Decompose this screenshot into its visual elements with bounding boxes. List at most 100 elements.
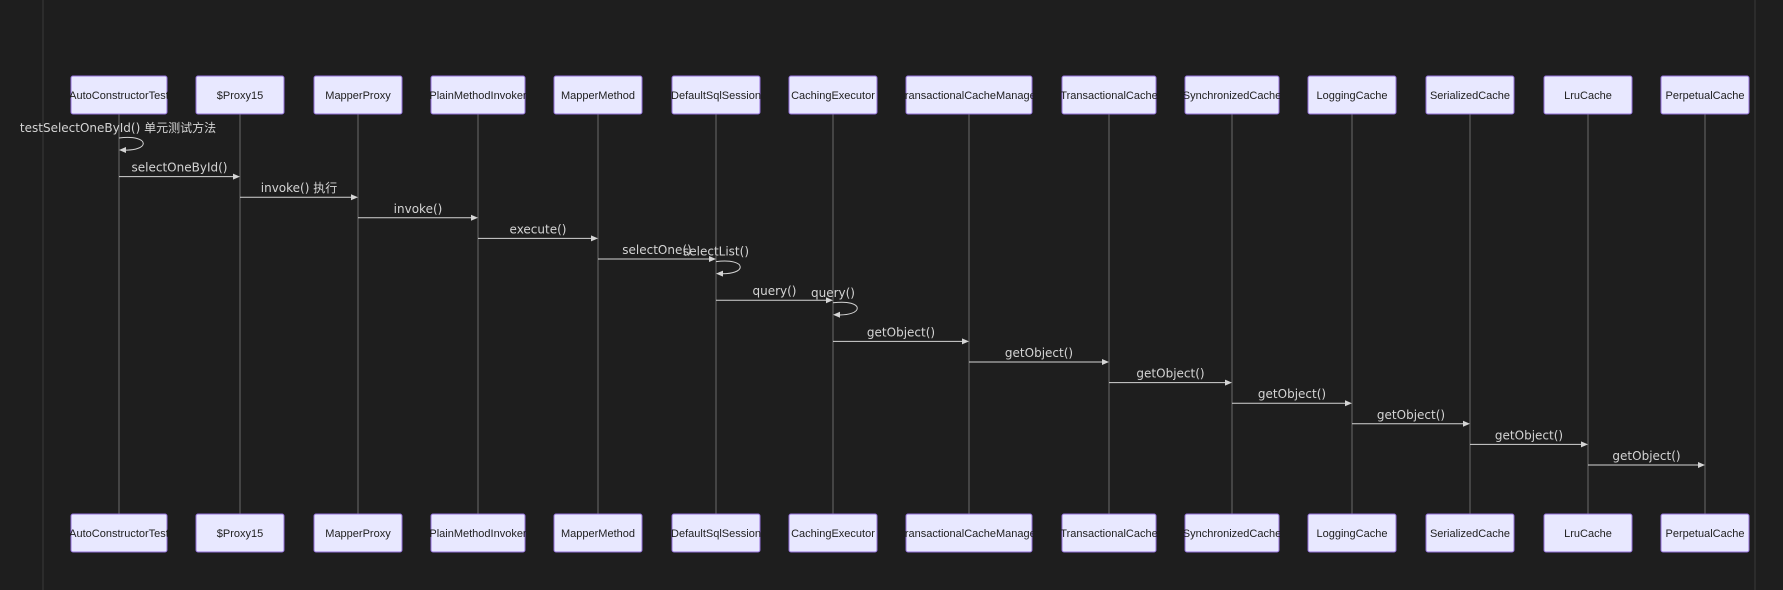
message: getObject() <box>833 325 969 345</box>
message-label: getObject() <box>867 325 935 339</box>
participant-box <box>1061 75 1157 115</box>
message-label: getObject() <box>1495 428 1563 442</box>
participant-7-bottom: TransactionalCacheManager <box>899 513 1040 553</box>
participant-1-bottom: $Proxy15 <box>195 513 285 553</box>
message-label: getObject() <box>1377 408 1445 422</box>
participant-box <box>1660 75 1750 115</box>
participant-box <box>1543 513 1633 553</box>
participant-9-top: SynchronizedCache <box>1183 75 1281 115</box>
arrow-head <box>826 297 833 304</box>
message-label: getObject() <box>1005 346 1073 360</box>
participant-0-bottom: AutoConstructorTest <box>69 513 169 553</box>
message: query() <box>811 286 858 318</box>
message: invoke() <box>358 202 478 221</box>
participant-3-top: PlainMethodInvoker <box>429 75 527 115</box>
participant-8-bottom: TransactionalCache <box>1060 513 1158 553</box>
participant-11-top: SerializedCache <box>1425 75 1515 115</box>
arrow-head <box>716 270 723 277</box>
participant-3-bottom: PlainMethodInvoker <box>429 513 527 553</box>
arrow-head <box>1698 462 1705 468</box>
participant-box <box>905 513 1033 553</box>
message: getObject() <box>969 346 1109 365</box>
participant-label: LruCache <box>1564 90 1612 102</box>
arrow-head <box>709 256 716 262</box>
arrow-head <box>1581 441 1588 448</box>
participant-6-top: CachingExecutor <box>788 75 878 115</box>
arrow-head <box>1463 420 1470 427</box>
participant-label: SerializedCache <box>1430 90 1510 102</box>
message-label: query() <box>811 286 855 300</box>
participant-label: DefaultSqlSession <box>671 528 761 540</box>
participant-5-bottom: DefaultSqlSession <box>671 513 761 553</box>
participant-box <box>313 75 403 115</box>
participant-6-bottom: CachingExecutor <box>788 513 878 553</box>
participant-11-bottom: SerializedCache <box>1425 513 1515 553</box>
message: invoke() 执行 <box>240 181 358 201</box>
participants-bottom: AutoConstructorTest $Proxy15 MapperProxy Pl… <box>69 513 1750 553</box>
participant-label: PerpetualCache <box>1666 528 1745 540</box>
arrow-head <box>471 214 478 221</box>
arrow-head <box>1102 359 1109 365</box>
participant-box <box>430 75 526 115</box>
participant-label: PlainMethodInvoker <box>429 528 527 540</box>
participant-label: TransactionalCache <box>1060 528 1157 540</box>
arrow-head <box>962 338 969 345</box>
message-label: getObject() <box>1258 387 1326 401</box>
participant-label: $Proxy15 <box>217 90 263 102</box>
arrow-head <box>1225 379 1232 386</box>
participant-label: MapperProxy <box>325 528 391 540</box>
participant-label: MapperMethod <box>561 90 635 102</box>
participant-13-bottom: PerpetualCache <box>1660 513 1750 553</box>
arrow-head <box>351 194 358 201</box>
messages: testSelectOneById() 单元测试方法 selectOneById(… <box>20 120 1705 468</box>
participant-12-top: LruCache <box>1543 75 1633 115</box>
message-label: testSelectOneById() 单元测试方法 <box>20 120 216 135</box>
participant-9-bottom: SynchronizedCache <box>1183 513 1281 553</box>
participant-box <box>1425 513 1515 553</box>
participant-label: CachingExecutor <box>791 90 875 102</box>
message-label: query() <box>752 284 796 298</box>
participant-box <box>1543 75 1633 115</box>
participant-label: MapperMethod <box>561 528 635 540</box>
participant-label: SynchronizedCache <box>1183 528 1281 540</box>
participant-box <box>671 75 761 115</box>
message: selectOneById() <box>119 161 240 180</box>
participant-label: LruCache <box>1564 528 1612 540</box>
participant-7-top: TransactionalCacheManager <box>899 75 1040 115</box>
participant-1-top: $Proxy15 <box>195 75 285 115</box>
participant-label: AutoConstructorTest <box>69 90 169 102</box>
participant-box <box>788 513 878 553</box>
message-label: getObject() <box>1612 449 1680 463</box>
participant-4-bottom: MapperMethod <box>553 513 643 553</box>
participant-label: LoggingCache <box>1317 90 1388 102</box>
participant-label: $Proxy15 <box>217 528 263 540</box>
message: getObject() <box>1109 367 1232 386</box>
participant-label: PerpetualCache <box>1666 90 1745 102</box>
participant-box <box>1184 75 1280 115</box>
participant-0-top: AutoConstructorTest <box>69 75 169 115</box>
participants-top: AutoConstructorTest $Proxy15 MapperProxy Pl… <box>69 75 1750 115</box>
participant-2-bottom: MapperProxy <box>313 513 403 553</box>
message-label: invoke() 执行 <box>261 181 337 195</box>
message-label: execute() <box>510 222 567 236</box>
participant-label: SerializedCache <box>1430 528 1510 540</box>
message: getObject() <box>1470 428 1588 448</box>
arrow-head <box>233 173 240 180</box>
arrow-head <box>1345 400 1352 407</box>
participant-label: CachingExecutor <box>791 528 875 540</box>
participant-box <box>70 513 168 553</box>
message-label: selectOneById() <box>132 161 228 175</box>
participant-box <box>671 513 761 553</box>
participant-box <box>195 75 285 115</box>
self-message-loop <box>715 260 741 275</box>
message: execute() <box>478 222 598 242</box>
self-message-loop <box>118 136 144 151</box>
participant-label: LoggingCache <box>1317 528 1388 540</box>
participant-label: AutoConstructorTest <box>69 528 169 540</box>
arrow-head <box>119 147 126 153</box>
participant-box <box>70 75 168 115</box>
participant-box <box>313 513 403 553</box>
message: selectList() <box>683 245 749 277</box>
participant-label: MapperProxy <box>325 90 391 102</box>
